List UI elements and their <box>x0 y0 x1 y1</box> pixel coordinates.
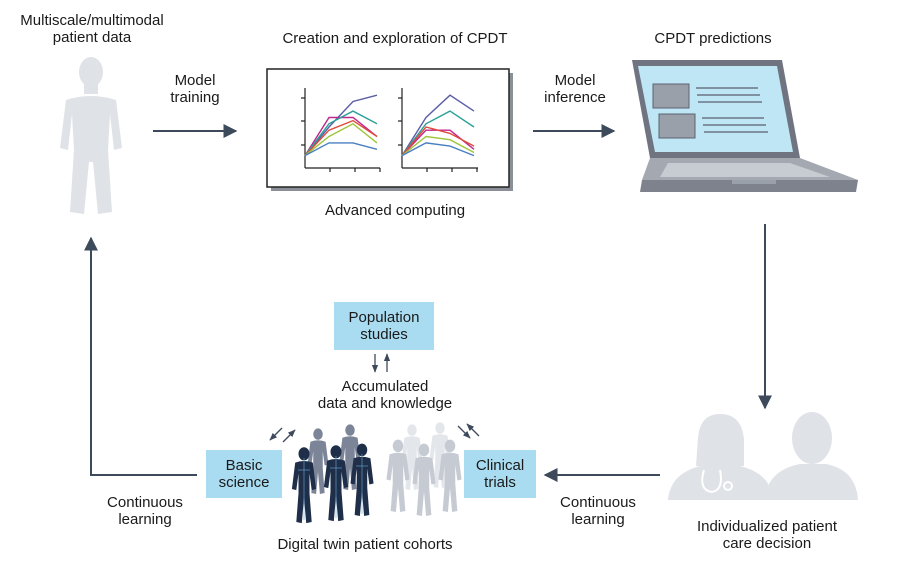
chart-2-series-4 <box>401 126 475 157</box>
chart-1-series-5 <box>304 122 378 157</box>
digital-twin-cohort <box>291 422 462 524</box>
chart-2-series-2 <box>401 110 475 157</box>
laptop-icon <box>632 60 858 192</box>
basic-science-box: Basic science <box>206 450 282 498</box>
clinical-trials-arrows <box>457 423 480 439</box>
chart-2-series-1 <box>401 94 475 156</box>
model-training-label: Model training <box>170 72 220 106</box>
clinical-trials-box: Clinical trials <box>464 450 536 498</box>
continuous-learning-right: Continuous learning <box>560 494 636 528</box>
accumulated-label: Accumulated data and knowledge <box>317 378 453 412</box>
chart-2-series-5 <box>401 135 475 157</box>
creation-title: Creation and exploration of CPDT <box>282 30 508 47</box>
care-decision-label: Individualized patient care decision <box>696 518 838 552</box>
population-studies-box: Population studies <box>334 302 434 350</box>
cpdt-predictions-title: CPDT predictions <box>654 30 772 47</box>
chart-2-series-6 <box>401 142 475 157</box>
patient-silhouette <box>60 57 122 214</box>
chart-1-series-6 <box>304 142 378 157</box>
patient-data-label: Multiscale/multimodal patient data <box>20 12 164 46</box>
chart-1-series-1 <box>304 94 378 157</box>
chart-1-series-3 <box>304 110 378 157</box>
basic-science-arrows <box>269 427 296 443</box>
continuous-learning-left: Continuous learning <box>107 494 183 528</box>
digital-twin-cohorts-label: Digital twin patient cohorts <box>277 536 453 553</box>
chart-1 <box>304 94 378 157</box>
population-arrows <box>371 353 391 373</box>
chart-panel <box>266 68 510 188</box>
patient-person-silhouette <box>764 412 858 500</box>
arrow-continuous-learning-left <box>84 236 197 476</box>
model-inference-label: Model inference <box>544 72 606 106</box>
chart-1-series-4 <box>304 119 378 157</box>
chart-2 <box>401 94 475 157</box>
advanced-computing-label: Advanced computing <box>324 202 466 219</box>
stethoscope-icon <box>701 469 733 494</box>
